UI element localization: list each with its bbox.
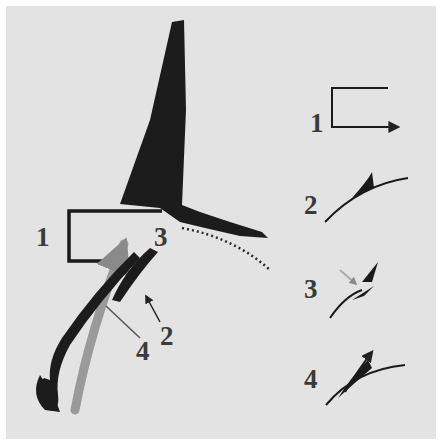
callout-number: 1	[310, 110, 324, 137]
callout-number: 1	[36, 224, 50, 251]
callout-number: 2	[304, 192, 318, 219]
callout-number: 4	[136, 338, 150, 365]
callout-number: 4	[304, 366, 318, 393]
callout-number: 3	[304, 276, 318, 303]
callout-number: 3	[154, 224, 168, 251]
callout-number: 2	[160, 323, 174, 350]
